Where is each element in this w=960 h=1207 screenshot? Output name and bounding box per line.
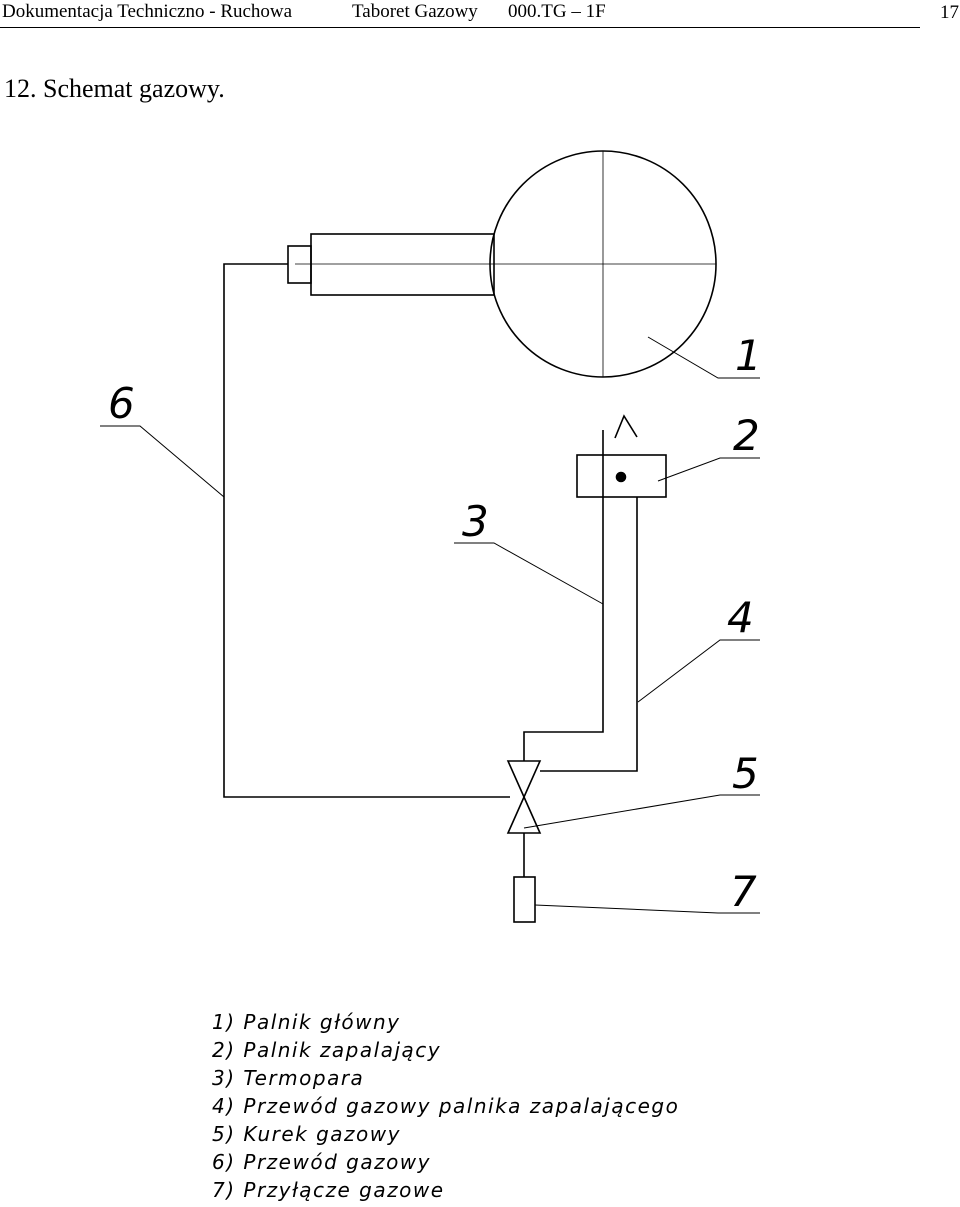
callout-3: 3 <box>462 497 489 546</box>
pilot-gas-pipe <box>540 497 638 772</box>
main-gas-pipe <box>223 263 510 798</box>
legend-item: 4) Przewód gazowy palnika zapalającego <box>212 1094 680 1118</box>
doc-title: Dokumentacja Techniczno - Ruchowa <box>2 1 293 22</box>
product-name: Taboret Gazowy <box>352 1 478 22</box>
callout-5: 5 <box>732 749 759 798</box>
pilot-burner <box>576 414 667 498</box>
legend-item: 7) Przyłącze gazowe <box>212 1178 445 1202</box>
callout-2: 2 <box>733 411 760 460</box>
page-number: 17 <box>940 2 959 23</box>
callout-6: 6 <box>108 379 135 428</box>
parts-legend: 1) Palnik główny 2) Palnik zapalający 3)… <box>212 1008 679 1204</box>
product-code: 000.TG – 1F <box>508 1 606 22</box>
page-header: Dokumentacja Techniczno - Ruchowa Tabore… <box>0 0 920 28</box>
legend-item: 2) Palnik zapalający <box>212 1038 442 1062</box>
callout-1: 1 <box>735 331 762 380</box>
thermocouple <box>523 430 604 761</box>
callout-4: 4 <box>727 593 754 642</box>
leader-lines <box>100 336 760 914</box>
callout-7: 7 <box>730 867 757 916</box>
gas-connection <box>513 876 536 923</box>
legend-item: 6) Przewód gazowy <box>212 1150 431 1174</box>
gas-valve <box>506 760 542 877</box>
section-title: 12. Schemat gazowy. <box>4 74 225 103</box>
legend-item: 5) Kurek gazowy <box>212 1122 401 1146</box>
main-burner <box>287 150 717 378</box>
legend-item: 3) Termopara <box>212 1066 365 1090</box>
legend-item: 1) Palnik główny <box>212 1010 401 1034</box>
